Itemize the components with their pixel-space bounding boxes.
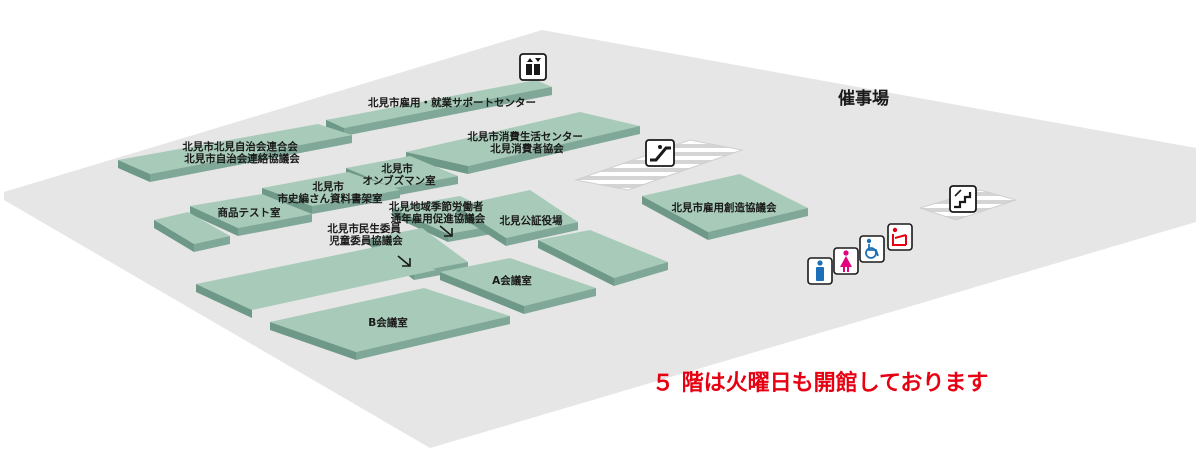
room-employment-support[interactable] (326, 80, 552, 136)
label-history-archive: 北見市 市史編さん資料書架室 (278, 180, 383, 205)
label-ombudsman: 北見市 オンブズマン室 (362, 162, 436, 187)
room-notary[interactable] (456, 190, 578, 246)
room-consumer-center[interactable] (406, 112, 640, 174)
open-tuesday-notice: ５ 階は火曜日も開館しております (652, 370, 988, 396)
room-product-test[interactable] (190, 194, 312, 236)
label-consumer-center: 北見市消費生活センター 北見消費者協会 (467, 130, 586, 155)
label-employment-support: 北見市雇用・就業サポートセンター (368, 96, 536, 109)
room-history-archive[interactable] (262, 172, 400, 214)
label-meeting-b: B会議室 (368, 316, 408, 329)
label-seasonal-workers: 北見地域季節労働者 通年雇用促進協議会 (389, 200, 487, 225)
hall-label: 催事場 (838, 88, 889, 109)
stairs-icon (949, 185, 977, 213)
baby-care-icon (887, 223, 913, 251)
elevator-icon (519, 53, 547, 81)
room-neighborhood-assoc[interactable] (118, 124, 352, 182)
arrow-welfare (397, 255, 411, 267)
label-product-test: 商品テスト室 (218, 206, 281, 219)
label-neighborhood-assoc: 北見市北見自治会連合会 北見市自治会連絡協議会 (182, 140, 301, 165)
label-welfare-commissioners: 北見市民生委員 児童委員協議会 (327, 222, 404, 247)
arrow-seasonal (439, 225, 453, 237)
restroom-women-icon (833, 247, 859, 275)
room-employment-creation[interactable] (642, 174, 808, 240)
room-meeting-b[interactable] (196, 246, 510, 360)
room-right-block[interactable] (538, 230, 668, 286)
label-meeting-a: A会議室 (492, 274, 532, 287)
label-employment-creation: 北見市雇用創造協議会 (672, 201, 777, 214)
room-meeting-a[interactable] (440, 258, 596, 314)
room-small-corner[interactable] (154, 212, 230, 252)
escalator-icon (645, 139, 675, 167)
restroom-men-icon (807, 257, 833, 285)
wheelchair-accessible-icon (859, 235, 885, 263)
label-notary: 北見公証役場 (500, 214, 563, 227)
